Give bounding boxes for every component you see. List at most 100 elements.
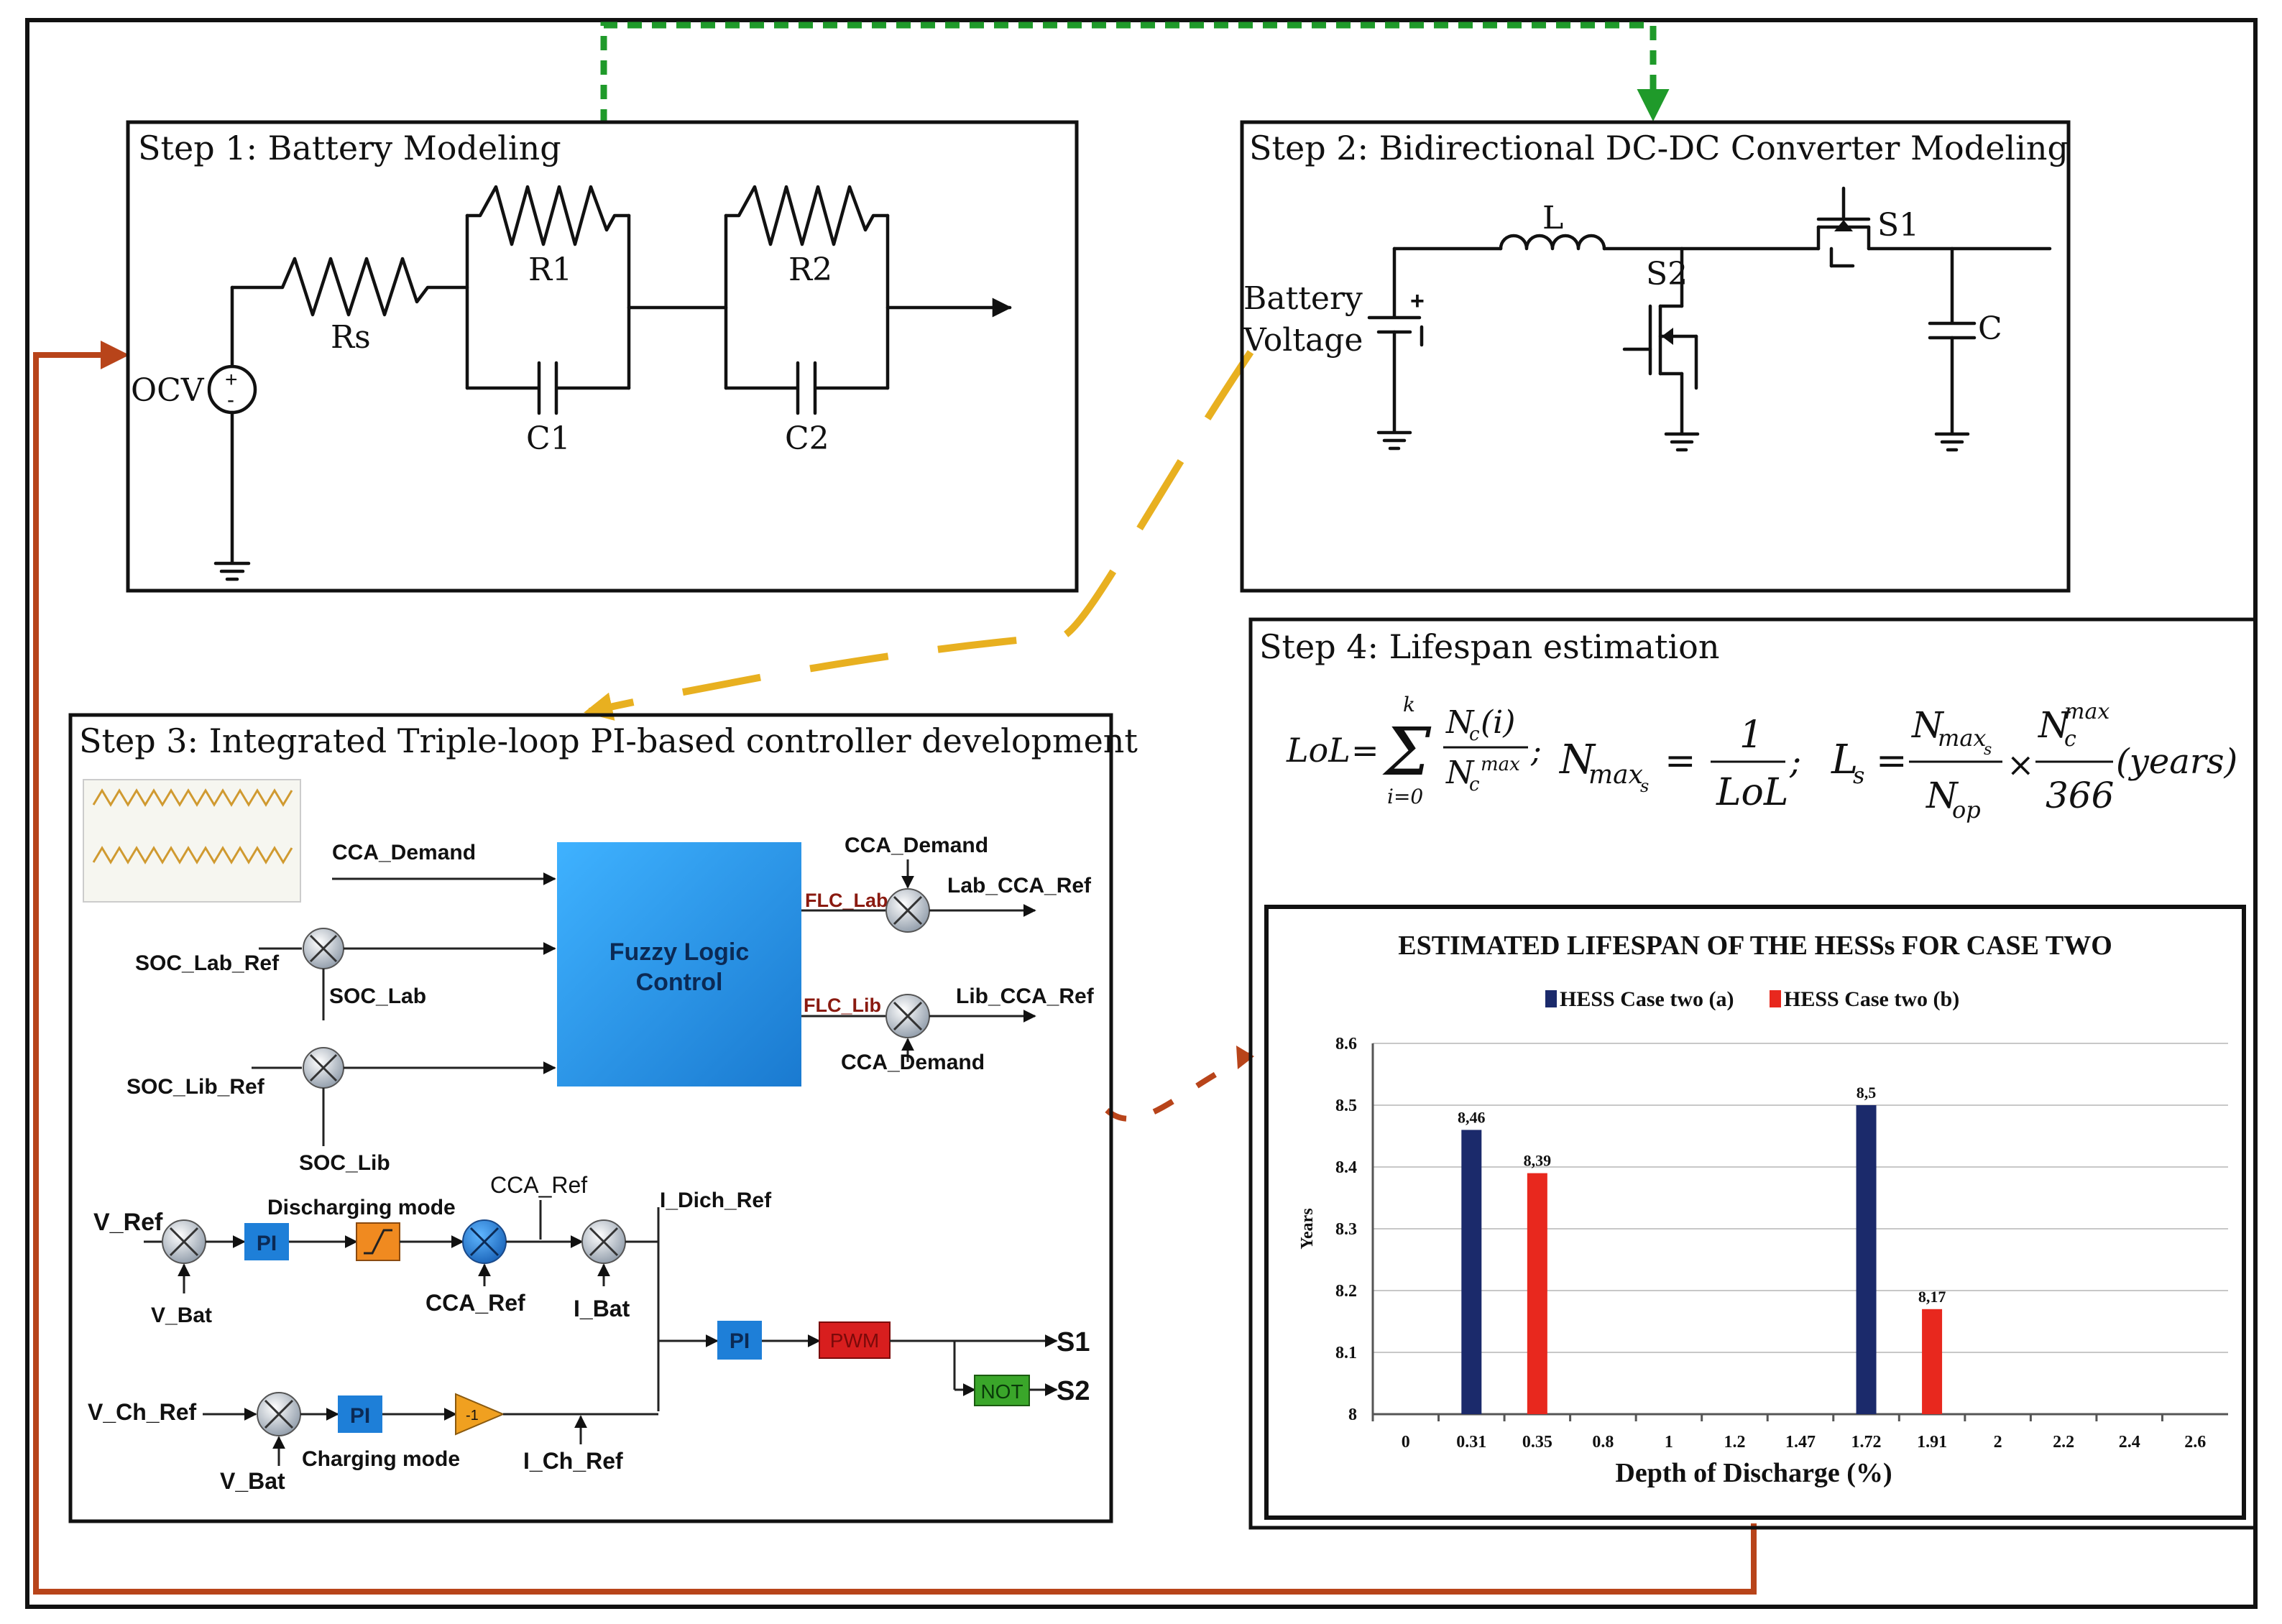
battery-icon: + <box>1367 246 1425 433</box>
soc-lib-ref-label: SOC_Lib_Ref <box>126 1075 265 1099</box>
cca-ref-top-label: CCA_Ref <box>490 1172 587 1198</box>
svg-text:s: s <box>1853 762 1864 789</box>
legend-swatch-b <box>1770 990 1781 1007</box>
ground-icon <box>213 561 251 581</box>
pi-block-1 <box>244 1223 289 1260</box>
x-tick-label: 1.47 <box>1785 1433 1816 1452</box>
soc-lab-label: SOC_Lab <box>329 984 426 1008</box>
not-label: NOT <box>980 1380 1023 1403</box>
y-tick-label: 8.1 <box>1335 1344 1357 1362</box>
svg-text:N: N <box>1445 755 1475 791</box>
v-ref-label: V_Ref <box>93 1209 163 1236</box>
svg-text:=: = <box>1351 731 1379 770</box>
resistor-r1-icon <box>465 185 631 246</box>
svg-text:s: s <box>1984 741 1992 759</box>
x-tick-label: 1.91 <box>1917 1433 1947 1452</box>
svg-text:366: 366 <box>2046 775 2114 816</box>
svg-text:(i): (i) <box>1481 704 1515 741</box>
brown-connector-head <box>1236 1046 1254 1069</box>
step1-panel: Step 1: Battery Modeling + - OCV Rs R1 C… <box>126 120 1079 593</box>
bar <box>1922 1309 1943 1414</box>
pi-2-label: PI <box>730 1329 750 1353</box>
gain-block <box>455 1393 505 1436</box>
brown-dotted-connector <box>1105 1052 1251 1122</box>
battery-plus: + <box>1410 287 1425 315</box>
svg-text:N: N <box>1558 737 1596 783</box>
bar-value-label: 8,46 <box>1458 1108 1486 1126</box>
x-tick-label: 0 <box>1402 1433 1410 1452</box>
bar-value-label: 8,39 <box>1524 1152 1552 1170</box>
cca-demand-bottom-label: CCA_Demand <box>841 1051 985 1074</box>
i-ch-ref-label: I_Ch_Ref <box>523 1448 623 1474</box>
svg-text:N: N <box>2038 704 2071 746</box>
svg-text:c: c <box>1469 724 1480 745</box>
svg-text:=: = <box>1876 739 1908 783</box>
r1-label: R1 <box>528 252 572 288</box>
i-bat-label: I_Bat <box>574 1296 630 1321</box>
svg-text:max: max <box>1938 724 1986 752</box>
cca-demand-in-label: CCA_Demand <box>332 841 476 864</box>
ocv-label: OCV <box>131 372 205 409</box>
svg-text:;: ; <box>1530 733 1542 770</box>
svg-text:LoL: LoL <box>1286 731 1351 770</box>
svg-text:N: N <box>1911 704 1945 746</box>
svg-text:N: N <box>1445 704 1475 741</box>
svg-text:i=0: i=0 <box>1387 785 1423 808</box>
waveform-thumbnail <box>83 779 301 903</box>
svg-text:1: 1 <box>1739 714 1763 757</box>
lab-cca-ref-label: Lab_CCA_Ref <box>947 874 1092 898</box>
gain-label: -1 <box>466 1408 479 1424</box>
ground-icon <box>1934 432 1970 452</box>
lifespan-formula: LoL = k Σ i=0 N c (i) N c max ; N max s … <box>1286 693 2237 823</box>
svg-text:;: ; <box>1789 742 1801 782</box>
pi-1-label: PI <box>257 1232 277 1255</box>
capacitor-c-label: C <box>1978 310 2002 347</box>
svg-text:N: N <box>1926 775 1959 816</box>
c1-label: C1 <box>526 420 571 457</box>
step2-panel: Step 2: Bidirectional DC-DC Converter Mo… <box>1240 120 2071 593</box>
lib-cca-ref-label: Lib_CCA_Ref <box>956 984 1095 1008</box>
capacitor-c-icon <box>1928 321 1977 340</box>
svg-text:LoL: LoL <box>1716 771 1788 814</box>
r2-label: R2 <box>788 252 832 288</box>
v-bat-1-label: V_Bat <box>151 1304 212 1327</box>
inductor-l-label: L <box>1542 200 1563 236</box>
legend-b: HESS Case two (b) <box>1784 987 1959 1011</box>
cca-demand-top-label: CCA_Demand <box>845 834 988 857</box>
svg-text:L: L <box>1831 737 1858 783</box>
s1-out-label: S1 <box>1057 1327 1090 1357</box>
pi-block-3 <box>338 1395 382 1433</box>
y-tick-label: 8.4 <box>1335 1158 1357 1177</box>
x-tick-label: 1.2 <box>1724 1433 1745 1452</box>
bar-value-label: 8,17 <box>1918 1288 1946 1306</box>
v-bat-2-label: V_Bat <box>220 1468 285 1494</box>
battery-voltage-label-2: Voltage <box>1243 322 1363 359</box>
soc-lib-label: SOC_Lib <box>299 1151 390 1175</box>
chart-legend: HESS Case two (a) HESS Case two (b) <box>1545 987 1959 1011</box>
x-tick-label: 2 <box>1994 1433 2002 1452</box>
svg-text:×: × <box>2007 745 2035 784</box>
ground-icon <box>1376 430 1412 451</box>
pwm-block <box>819 1321 891 1359</box>
fuzzy-logic-label-1: Fuzzy Logic <box>609 938 750 966</box>
svg-text:Σ: Σ <box>1382 714 1432 790</box>
charging-mode-label: Charging mode <box>302 1447 460 1471</box>
y-tick-label: 8.5 <box>1335 1097 1357 1115</box>
switch-s2-icon <box>1622 304 1698 435</box>
bar <box>1856 1105 1877 1414</box>
svg-text:max: max <box>1481 754 1520 775</box>
step3-panel: Step 3: Integrated Triple-loop PI-based … <box>68 713 1138 1523</box>
y-tick-label: 8.6 <box>1335 1035 1357 1053</box>
y-axis-label: Years <box>1298 1208 1317 1249</box>
chart-frame <box>1264 905 2246 1520</box>
v-ch-ref-label: V_Ch_Ref <box>88 1399 197 1425</box>
rs-label: Rs <box>331 319 371 356</box>
y-tick-label: 8 <box>1348 1406 1357 1424</box>
bar <box>1527 1173 1547 1414</box>
soc-lab-ref-label: SOC_Lab_Ref <box>135 951 280 975</box>
svg-text:op: op <box>1952 796 1981 823</box>
x-tick-label: 1 <box>1665 1433 1673 1452</box>
step1-title: Step 1: Battery Modeling <box>138 129 561 167</box>
